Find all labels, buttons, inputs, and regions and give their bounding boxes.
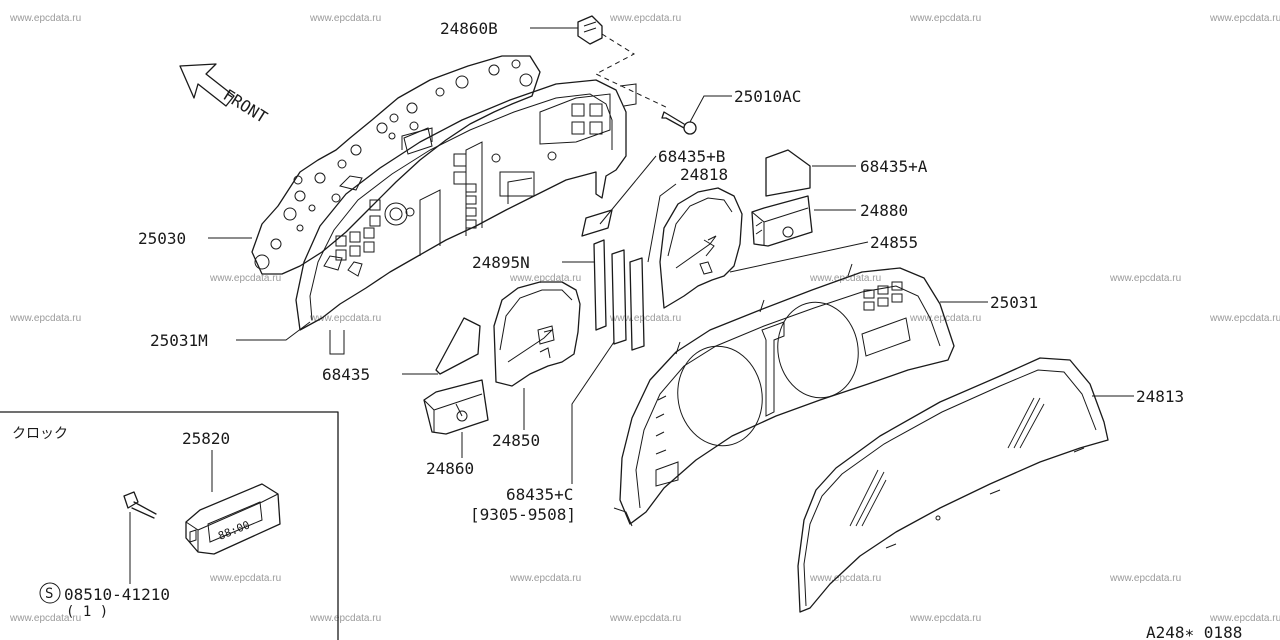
printed-circuit-board-25030 — [251, 55, 541, 275]
part-labels: 24860B 25010AC 68435+B 68435+A 24818 248… — [138, 19, 1184, 524]
label-24850: 24850 — [492, 431, 540, 450]
lower-case-outline — [295, 79, 627, 331]
watermark: www.epcdata.ru — [1209, 13, 1280, 24]
warning-block-68435a — [765, 149, 811, 197]
bulb-socket-icon — [577, 15, 603, 45]
watermark: www.epcdata.ru — [509, 573, 581, 584]
label-24895n: 24895N — [472, 253, 530, 272]
label-screw-qty: ( 1 ) — [66, 604, 108, 620]
tachometer-24818 — [659, 187, 743, 309]
label-24860b: 24860B — [440, 19, 498, 38]
bulb-socket-24860b — [577, 15, 603, 45]
watermark: www.epcdata.ru — [1109, 273, 1181, 284]
label-25031m: 25031M — [150, 331, 208, 350]
label-25010ac: 25010AC — [734, 87, 801, 106]
watermark: www.epcdata.ru — [209, 273, 281, 284]
clock-25820: 88:00 — [185, 483, 281, 555]
label-24813: 24813 — [1136, 387, 1184, 406]
screw-symbol-circle — [39, 582, 61, 604]
label-24880: 24880 — [860, 201, 908, 220]
meter-glass-outline — [797, 357, 1109, 613]
watermark: www.epcdata.ru — [609, 313, 681, 324]
meter-glass-24813 — [797, 357, 1109, 613]
speedometer-24850 — [493, 281, 581, 387]
watermark: www.epcdata.ru — [509, 273, 581, 284]
strip-68435c — [611, 249, 627, 345]
watermark: www.epcdata.ru — [809, 573, 881, 584]
watermark: www.epcdata.ru — [1209, 613, 1280, 624]
watermark: www.epcdata.ru — [9, 313, 81, 324]
label-screw-08510-41210: 08510-41210 — [64, 585, 170, 604]
label-24855: 24855 — [870, 233, 918, 252]
leader-lines — [208, 27, 1134, 527]
screw-icon — [661, 111, 685, 129]
label-68435c-range: [9305-9508] — [470, 505, 576, 524]
dashed-assembly-line — [594, 33, 669, 109]
gauge-24860-body — [423, 379, 489, 435]
watermark: www.epcdata.ru — [309, 613, 381, 624]
front-label: FRONT — [220, 85, 271, 127]
watermark: www.epcdata.ru — [309, 313, 381, 324]
clock-inset-title: クロック — [12, 426, 68, 442]
label-25031: 25031 — [990, 293, 1038, 312]
strip-24895n — [593, 239, 607, 331]
strip-68435c-b — [629, 257, 645, 351]
label-24860: 24860 — [426, 459, 474, 478]
strip-68435b — [581, 209, 613, 237]
watermark: www.epcdata.ru — [1109, 573, 1181, 584]
label-24818: 24818 — [680, 165, 728, 184]
watermark: www.epcdata.ru — [909, 613, 981, 624]
watermark: www.epcdata.ru — [9, 13, 81, 24]
lens-68435 — [435, 317, 481, 375]
gauge-24860 — [423, 379, 489, 435]
meter-cover-25031 — [619, 263, 955, 525]
gauge-24880-body — [751, 195, 813, 247]
lens-68435a — [765, 149, 811, 197]
watermark-layer: www.epcdata.ru www.epcdata.ru www.epcdat… — [9, 13, 1280, 624]
label-68435: 68435 — [322, 365, 370, 384]
clock-screw — [123, 491, 157, 519]
watermark: www.epcdata.ru — [1209, 313, 1280, 324]
circuit-board-outline — [251, 55, 541, 275]
label-68435a: 68435+A — [860, 157, 928, 176]
tachometer-outline — [659, 187, 743, 309]
light-guide-strips — [581, 209, 645, 351]
clock-body — [185, 483, 281, 555]
label-68435c: 68435+C — [506, 485, 573, 504]
lens-68435-shape — [435, 317, 481, 375]
lower-case-25031m — [295, 79, 637, 355]
label-25030: 25030 — [138, 229, 186, 248]
gauge-24880 — [751, 195, 813, 247]
watermark: www.epcdata.ru — [309, 13, 381, 24]
label-68435b: 68435+B — [658, 147, 725, 166]
diagram-code: A248∗ 0188 — [1146, 623, 1242, 640]
screw-25010ac — [661, 111, 697, 135]
watermark: www.epcdata.ru — [609, 13, 681, 24]
watermark: www.epcdata.ru — [909, 13, 981, 24]
front-arrow: FRONT — [179, 63, 271, 127]
clock-inset: クロック 25820 88:00 S 08510-41210 ( 1 ) — [0, 411, 339, 640]
watermark: www.epcdata.ru — [209, 573, 281, 584]
meter-cover-outline — [619, 267, 955, 525]
screw-symbol: S — [45, 586, 53, 602]
watermark: www.epcdata.ru — [9, 613, 81, 624]
screw-head-icon — [123, 491, 139, 509]
watermark: www.epcdata.ru — [609, 613, 681, 624]
clock-inset-frame — [0, 411, 339, 640]
front-arrow-icon — [179, 63, 235, 107]
speedometer-outline — [493, 281, 581, 387]
label-25820: 25820 — [182, 429, 230, 448]
